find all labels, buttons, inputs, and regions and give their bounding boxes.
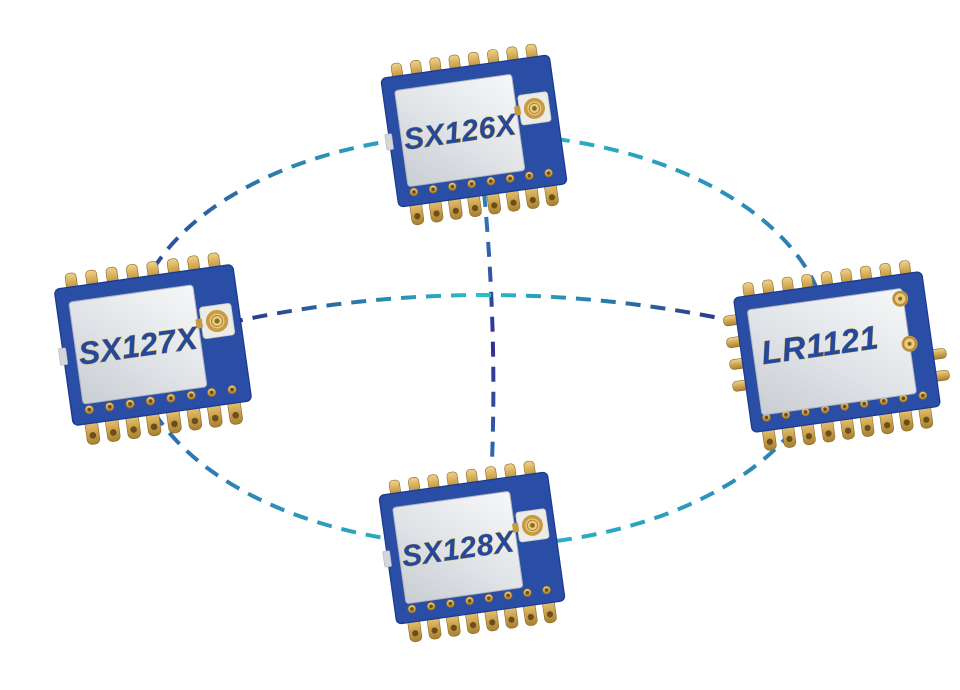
pad-hole: [881, 399, 886, 403]
pad-hole: [168, 396, 173, 401]
module-lr1121: LR1121: [723, 260, 950, 451]
pad-hole: [230, 387, 234, 392]
pad-hole: [469, 182, 474, 186]
module-sx128x: SX128X: [378, 460, 566, 643]
pad-hole: [107, 404, 112, 409]
pad-hole: [508, 176, 512, 181]
leg-hole: [412, 630, 419, 637]
pad-hole: [525, 590, 530, 595]
leg-hole: [130, 426, 137, 433]
pad-hole: [842, 404, 847, 409]
leg-hole: [431, 627, 438, 634]
ufl-ring-inner: [211, 314, 224, 328]
leg-hole: [232, 411, 239, 419]
leg-hole: [491, 202, 498, 209]
leg-hole: [510, 199, 517, 206]
ufl-pad-pin: [898, 296, 903, 301]
ufl-ring-inner: [526, 519, 539, 532]
smd-component: [382, 550, 392, 568]
leg-hole: [489, 619, 496, 626]
pad-hole: [784, 412, 788, 417]
pad-hole: [450, 184, 455, 189]
pad-hole: [189, 393, 194, 398]
module-label: SX128X: [400, 525, 518, 574]
leg-hole: [923, 416, 930, 423]
leg-hole: [433, 210, 440, 217]
rf-shield: [68, 284, 208, 405]
ufl-pin: [214, 318, 220, 324]
ufl-tab: [514, 105, 522, 116]
leg-hole: [452, 207, 459, 214]
pad-hole: [506, 593, 510, 598]
edge-ring-right-bottom: [479, 339, 830, 548]
leg-hole: [825, 430, 832, 437]
pad-hole: [128, 401, 132, 406]
edge-link-horizontal: [227, 293, 735, 325]
pad-hole: [862, 401, 867, 406]
pad-hole: [448, 601, 453, 606]
pad-hole: [901, 396, 906, 401]
leg-hole: [89, 432, 97, 439]
pad-hole: [148, 399, 153, 403]
leg-hole: [150, 423, 158, 431]
pad-hole: [429, 604, 433, 609]
pad-hole: [803, 410, 808, 414]
leg-hole: [903, 419, 910, 426]
leg-hole: [766, 438, 773, 445]
pad-hole: [823, 407, 827, 412]
pad-hole: [489, 179, 493, 183]
pad-hole: [487, 596, 491, 600]
smd-component: [58, 347, 69, 366]
pad-hole: [209, 390, 214, 395]
pad-hole: [527, 173, 532, 178]
pad-hole: [544, 588, 549, 592]
smd-component: [384, 133, 394, 151]
pad-hole: [764, 415, 769, 420]
pad-hole: [410, 607, 414, 611]
leg-hole: [546, 611, 554, 618]
leg-hole: [884, 422, 891, 429]
pad-hole: [412, 190, 416, 194]
module-sx126x: SX126X: [380, 43, 568, 226]
pad-hole: [87, 407, 92, 412]
pad-hole: [921, 393, 925, 398]
ufl-pad-ring-outer: [893, 291, 907, 306]
ufl-pad-ring-outer: [902, 337, 917, 351]
leg-hole: [450, 624, 457, 631]
leg-hole: [844, 427, 852, 434]
leg-hole: [471, 205, 479, 212]
ufl-pin: [532, 105, 537, 111]
leg-hole: [469, 622, 477, 629]
ufl-tab: [512, 522, 520, 533]
leg-hole: [110, 429, 117, 436]
pad-hole: [431, 187, 435, 192]
pad-hole: [546, 171, 551, 175]
leg-hole: [171, 420, 178, 428]
pad-hole: [467, 599, 472, 603]
leg-hole: [548, 194, 556, 201]
leg-hole: [191, 417, 199, 425]
leg-hole: [508, 616, 515, 623]
edge-link-vertical: [482, 191, 496, 504]
leg-hole: [786, 435, 793, 443]
leg-hole: [211, 414, 219, 422]
ufl-tab: [195, 318, 203, 329]
rf-shield: [394, 74, 526, 187]
module-sx127x: SX127X: [54, 252, 252, 445]
ufl-pad-pin: [907, 341, 912, 346]
leg-hole: [805, 433, 813, 440]
ufl-pin: [530, 522, 535, 528]
leg-hole: [527, 613, 534, 621]
rf-shield: [392, 491, 524, 604]
ufl-ring-inner: [528, 102, 541, 115]
leg-hole: [529, 196, 536, 204]
leg-hole: [414, 213, 421, 220]
leg-hole: [864, 424, 871, 432]
